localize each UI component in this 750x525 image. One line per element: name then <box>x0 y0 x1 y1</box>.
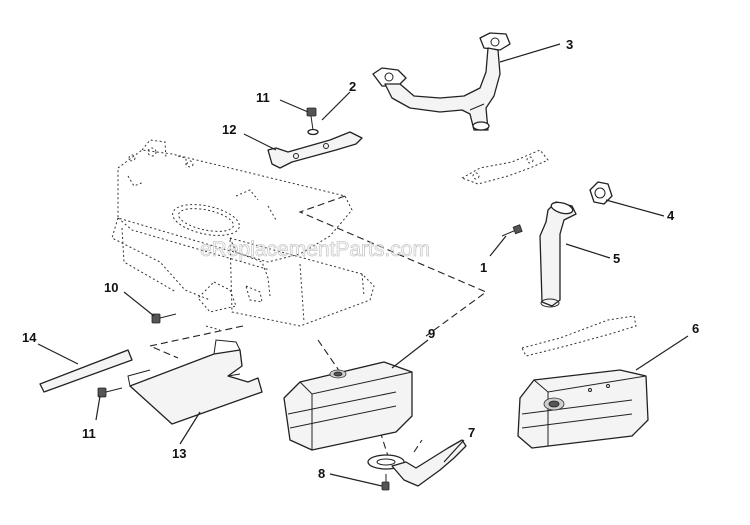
callout-14: 14 <box>22 330 37 345</box>
part-elbow-pipe <box>539 201 577 308</box>
callout-7: 7 <box>468 425 475 440</box>
callout-9: 9 <box>428 326 435 341</box>
frame-chassis <box>111 139 375 331</box>
part-screw-top <box>306 107 319 136</box>
callout-2: 2 <box>349 79 356 94</box>
leader-lines <box>37 43 689 487</box>
part-manifold-gasket <box>460 149 549 185</box>
part-muffler-gasket <box>521 315 637 357</box>
callout-13: 13 <box>172 446 186 461</box>
watermark: eReplacementParts.com <box>200 238 430 261</box>
part-bolt-11-lower <box>97 387 123 398</box>
callout-8: 8 <box>318 466 325 481</box>
callout-11-upper: 11 <box>256 90 270 105</box>
part-bolt-10 <box>151 313 177 324</box>
callout-6: 6 <box>692 321 699 336</box>
callout-3: 3 <box>566 37 573 52</box>
callout-4: 4 <box>667 208 675 223</box>
callout-11-lower: 11 <box>82 426 96 441</box>
part-heat-strip <box>39 349 133 393</box>
assembly-guide-lines <box>148 195 488 457</box>
callout-10: 10 <box>104 280 118 295</box>
part-gasket <box>589 181 613 205</box>
callout-1: 1 <box>480 260 487 275</box>
part-muffler <box>283 361 413 451</box>
part-heat-shield <box>127 339 263 425</box>
part-screw-1 <box>501 224 523 237</box>
part-mounting-bracket <box>267 131 363 169</box>
part-tail-pipe <box>367 439 467 487</box>
part-screw-8 <box>381 474 390 491</box>
part-exhaust-manifold <box>372 32 511 131</box>
callout-5: 5 <box>613 251 620 266</box>
part-muffler-alt <box>517 369 649 449</box>
callout-12: 12 <box>222 122 236 137</box>
callout-labels: 1 2 3 4 5 6 7 8 9 10 11 11 12 13 14 <box>22 37 699 481</box>
